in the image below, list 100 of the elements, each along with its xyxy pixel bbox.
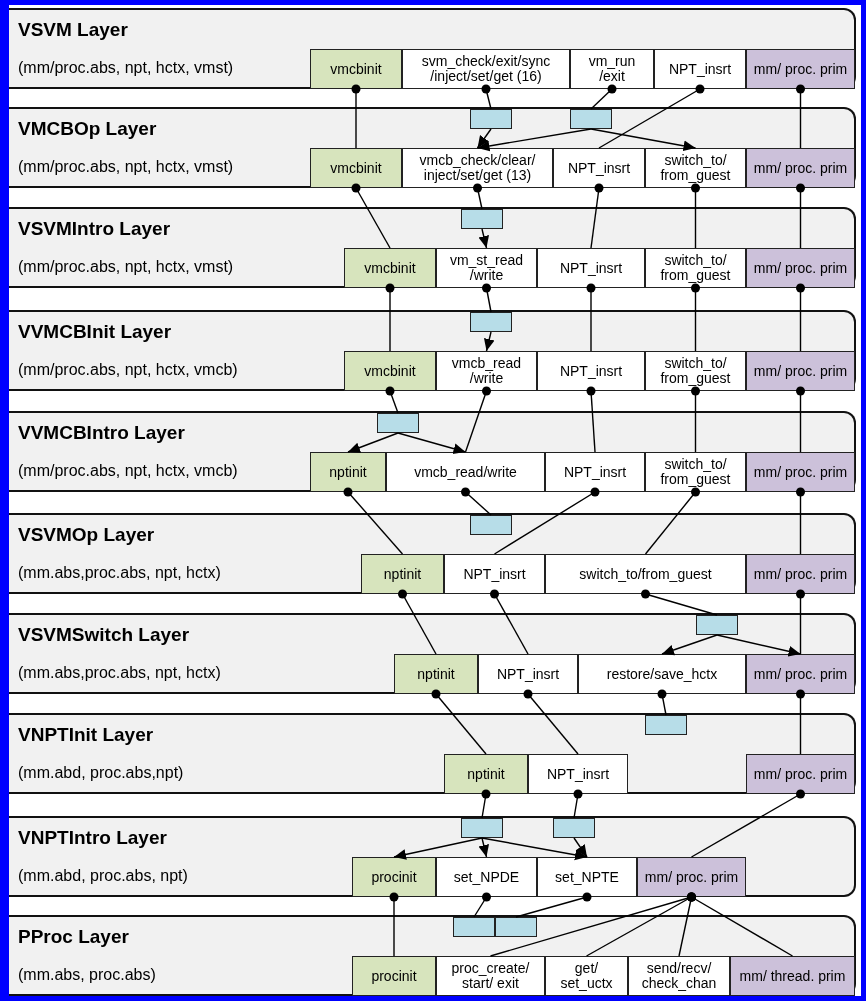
function-block: vmcbinit <box>310 49 402 89</box>
function-block: proc_create/ start/ exit <box>436 956 545 996</box>
arrow <box>347 432 399 453</box>
connector-block <box>645 715 687 735</box>
layer-band <box>8 8 856 89</box>
layer-parameters: (mm/proc.abs, npt, hctx, vmcb) <box>18 462 238 480</box>
function-block: NPT_insrt <box>478 654 578 694</box>
connector-block <box>461 209 503 229</box>
arrow <box>481 837 588 861</box>
function-block: get/ set_uctx <box>545 956 628 996</box>
connector-line <box>691 183 700 249</box>
function-block: NPT_insrt <box>553 148 645 188</box>
connector-block <box>470 312 512 332</box>
function-block: switch_to/ from_guest <box>645 248 746 288</box>
connector-line <box>586 283 596 352</box>
function-block: mm/ thread. prim <box>730 956 855 996</box>
layer-parameters: (mm.abd, proc.abs, npt) <box>18 867 188 885</box>
layer-parameters: (mm.abs, proc.abs) <box>18 966 156 984</box>
function-block: NPT_insrt <box>654 49 746 89</box>
arrow <box>573 837 588 858</box>
function-block: vmcbinit <box>310 148 402 188</box>
connector-line <box>796 589 805 655</box>
connector-block <box>553 818 595 838</box>
layer-title: PProc Layer <box>18 926 129 948</box>
layer-title: VNPTInit Layer <box>18 724 154 746</box>
connector-block <box>696 615 738 635</box>
function-block: vmcb_read /write <box>436 351 537 391</box>
connector-line <box>691 386 700 453</box>
connector-block <box>470 515 512 535</box>
connector-block <box>570 109 612 129</box>
connector-line <box>691 283 700 352</box>
connector-line <box>493 487 600 555</box>
layer-band <box>8 915 856 996</box>
layer-parameters: (mm/proc.abs, npt, hctx, vmcb) <box>18 361 238 379</box>
function-block: nptinit <box>394 654 478 694</box>
arrow <box>397 432 467 454</box>
layer-parameters: (mm/proc.abs, npt, hctx, vmst) <box>18 158 234 176</box>
connector-line <box>385 283 395 352</box>
function-block: NPT_insrt <box>528 754 628 794</box>
connector-line <box>523 689 579 755</box>
layer-band <box>8 513 856 594</box>
function-block: set_NPDE <box>436 857 537 897</box>
function-block: mm/ proc. prim <box>746 654 855 694</box>
arrow <box>476 128 592 152</box>
function-block: switch_to/from_guest <box>545 554 746 594</box>
function-block: nptinit <box>444 754 528 794</box>
connector-line <box>481 789 491 819</box>
connector-line <box>586 386 596 453</box>
connector-line <box>482 283 492 313</box>
function-block: vmcb_read/write <box>386 452 545 492</box>
connector-line <box>590 183 604 249</box>
function-block: procinit <box>352 956 436 996</box>
layer-band <box>8 310 856 391</box>
connector-block <box>377 413 419 433</box>
connector-line <box>398 589 437 655</box>
function-block: vm_st_read /write <box>436 248 537 288</box>
arrow <box>716 634 802 657</box>
layer-title: VSVMIntro Layer <box>18 218 171 240</box>
connector-line <box>687 892 794 957</box>
connector-block <box>461 818 503 838</box>
function-block: NPT_insrt <box>545 452 645 492</box>
connector-line <box>796 386 805 453</box>
function-block: svm_check/exit/sync /inject/set/get (16) <box>402 49 570 89</box>
function-block: NPT_insrt <box>537 351 645 391</box>
function-block: set_NPTE <box>537 857 637 897</box>
connector-line <box>573 789 583 819</box>
connector-line <box>657 689 667 716</box>
connector-line <box>515 892 592 918</box>
arrow <box>393 837 483 860</box>
connector-line <box>796 487 805 555</box>
layer-band <box>8 613 856 694</box>
arrow <box>484 331 495 352</box>
layer-title: VVMCBInit Layer <box>18 321 172 343</box>
layer-parameters: (mm.abd, proc.abs,npt) <box>18 764 184 782</box>
function-block: nptinit <box>310 452 386 492</box>
function-block: mm/ proc. prim <box>746 452 855 492</box>
arrow <box>661 634 718 656</box>
connector-line <box>796 183 805 249</box>
function-block: send/recv/ check_chan <box>628 956 730 996</box>
function-block: mm/ proc. prim <box>746 148 855 188</box>
layer-band <box>8 713 856 794</box>
function-block: restore/save_hctx <box>578 654 746 694</box>
connector-line <box>351 84 361 149</box>
function-block: nptinit <box>361 554 444 594</box>
function-block: NPT_insrt <box>537 248 645 288</box>
connector-line <box>641 589 718 616</box>
arrow <box>478 228 489 249</box>
connector-line <box>590 84 617 110</box>
layer-title: VSVMSwitch Layer <box>18 624 190 646</box>
layer-title: VSVM Layer <box>18 19 128 41</box>
layer-band <box>8 411 856 492</box>
function-block: procinit <box>352 857 436 897</box>
layer-band <box>8 107 856 188</box>
connector-line <box>351 183 391 249</box>
arrow <box>476 128 492 149</box>
connector-line <box>473 183 483 210</box>
connector-line <box>690 789 805 858</box>
layer-title: VSVMOp Layer <box>18 524 155 546</box>
connector-line <box>796 689 805 755</box>
function-block: mm/ proc. prim <box>746 351 855 391</box>
